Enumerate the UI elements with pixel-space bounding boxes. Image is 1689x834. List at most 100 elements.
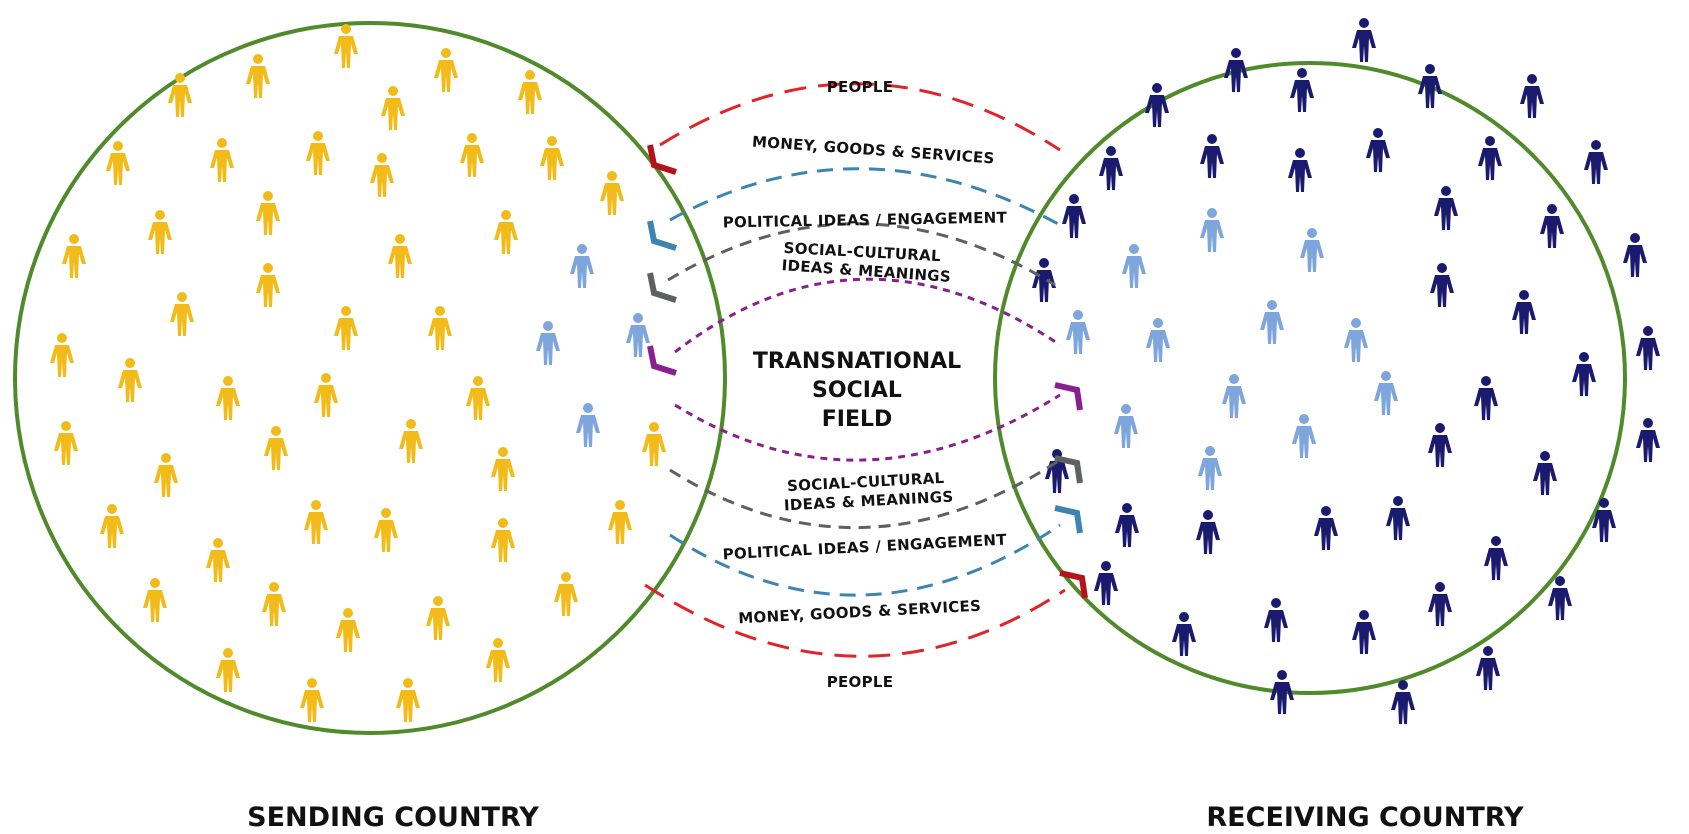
person-icon xyxy=(1352,18,1376,62)
person-icon xyxy=(300,678,324,722)
person-icon xyxy=(1430,263,1454,307)
person-icon xyxy=(536,321,560,365)
person-icon xyxy=(434,48,458,92)
person-icon xyxy=(100,504,124,548)
person-icon xyxy=(1428,423,1452,467)
social-returning-arc xyxy=(674,393,1061,462)
person-icon xyxy=(306,131,330,175)
flow-label-people-returning: PEOPLE xyxy=(827,673,894,691)
flow-label-money-outgoing: MONEY, GOODS & SERVICES xyxy=(751,133,995,168)
person-icon xyxy=(1222,374,1246,418)
person-icon xyxy=(62,234,86,278)
person-icon xyxy=(262,582,286,626)
person-icon xyxy=(491,447,515,491)
political-returning-arc xyxy=(669,458,1061,530)
person-icon xyxy=(1200,134,1224,178)
person-icon xyxy=(206,538,230,582)
person-icon xyxy=(334,306,358,350)
person-icon xyxy=(54,421,78,465)
person-icon xyxy=(1196,510,1220,554)
sending-country-people xyxy=(50,24,666,722)
person-icon xyxy=(1290,68,1314,112)
person-icon xyxy=(1260,300,1284,344)
person-icon xyxy=(1520,74,1544,118)
receiving-country-label: RECEIVING COUNTRY xyxy=(1206,802,1524,833)
person-icon xyxy=(216,648,240,692)
person-icon xyxy=(216,376,240,420)
person-icon xyxy=(143,578,167,622)
person-icon xyxy=(1352,610,1376,654)
flow-label-political-outgoing: POLITICAL IDEAS / ENGAGEMENT xyxy=(723,209,1008,232)
person-icon xyxy=(1270,670,1294,714)
person-icon xyxy=(1584,140,1608,184)
person-icon xyxy=(491,518,515,562)
person-icon xyxy=(1114,404,1138,448)
person-icon xyxy=(1391,680,1415,724)
money-returning-arc xyxy=(669,523,1061,597)
flow-label-political-returning: POLITICAL IDEAS / ENGAGEMENT xyxy=(722,531,1007,564)
person-icon xyxy=(1172,612,1196,656)
flow-label-people-outgoing: PEOPLE xyxy=(827,78,894,96)
center-label-line-3: FIELD xyxy=(822,407,893,432)
sending-country-circle xyxy=(13,21,727,735)
person-icon xyxy=(554,572,578,616)
person-icon xyxy=(466,376,490,420)
person-icon xyxy=(1374,371,1398,415)
arrowhead-icon xyxy=(1054,382,1083,411)
person-icon xyxy=(1476,646,1500,690)
person-icon xyxy=(1344,318,1368,362)
arrowhead-icon xyxy=(1059,570,1088,599)
person-icon xyxy=(540,136,564,180)
person-icon xyxy=(1478,136,1502,180)
person-icon xyxy=(374,508,398,552)
person-icon xyxy=(170,292,194,336)
person-icon xyxy=(518,70,542,114)
person-icon xyxy=(1300,228,1324,272)
arrowhead-icon xyxy=(647,220,677,251)
person-icon xyxy=(1062,194,1086,238)
person-icon xyxy=(118,358,142,402)
person-icon xyxy=(1115,503,1139,547)
person-icon xyxy=(1032,258,1056,302)
person-icon xyxy=(1592,498,1616,542)
person-icon xyxy=(334,24,358,68)
social-outgoing-arc xyxy=(674,277,1061,354)
migrant-people xyxy=(536,208,1398,490)
person-icon xyxy=(256,263,280,307)
person-icon xyxy=(154,453,178,497)
receiving-country-circle xyxy=(993,61,1627,695)
person-icon xyxy=(570,244,594,288)
arrowhead-icon xyxy=(647,144,677,175)
person-icon xyxy=(426,596,450,640)
person-icon xyxy=(381,86,405,130)
person-icon xyxy=(106,141,130,185)
person-icon xyxy=(168,73,192,117)
person-icon xyxy=(399,419,423,463)
person-icon xyxy=(1094,561,1118,605)
person-icon xyxy=(336,608,360,652)
person-icon xyxy=(1146,318,1170,362)
person-icon xyxy=(1572,352,1596,396)
person-icon xyxy=(246,54,270,98)
person-icon xyxy=(1474,376,1498,420)
person-icon xyxy=(1512,290,1536,334)
person-icon xyxy=(256,191,280,235)
person-icon xyxy=(1428,582,1452,626)
person-icon xyxy=(642,422,666,466)
person-icon xyxy=(626,313,650,357)
person-icon xyxy=(1636,326,1660,370)
center-label-line-1: TRANSNATIONAL xyxy=(753,349,961,374)
person-icon xyxy=(1386,496,1410,540)
person-icon xyxy=(1434,186,1458,230)
person-icon xyxy=(396,678,420,722)
person-icon xyxy=(1418,64,1442,108)
person-icon xyxy=(210,138,234,182)
person-icon xyxy=(1484,536,1508,580)
sending-country-label: SENDING COUNTRY xyxy=(247,802,539,833)
person-icon xyxy=(1636,418,1660,462)
political-outgoing-arc xyxy=(667,222,1056,287)
flow-label-money-returning: MONEY, GOODS & SERVICES xyxy=(738,597,982,628)
person-icon xyxy=(600,171,624,215)
person-icon xyxy=(1198,446,1222,490)
